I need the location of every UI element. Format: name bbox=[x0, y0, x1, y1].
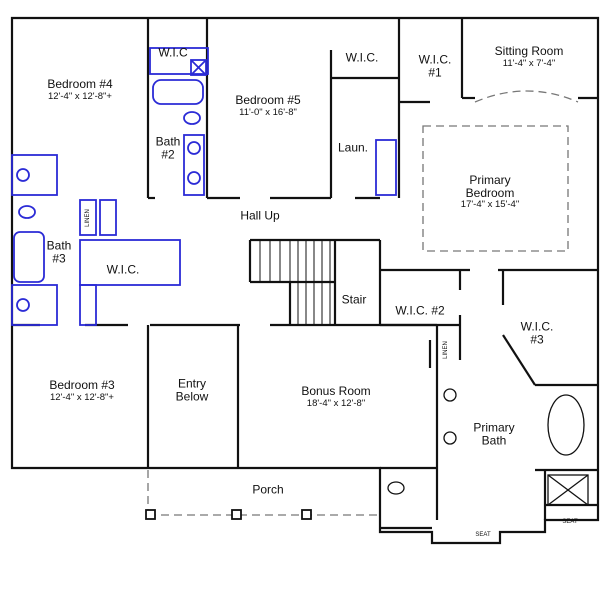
exterior-wall bbox=[10, 16, 600, 545]
room-bonus: Bonus Room 18'-4" x 12'-8" bbox=[301, 384, 371, 409]
room-laundry: Laun. bbox=[337, 140, 369, 155]
room-hall-up: Hall Up bbox=[240, 208, 280, 223]
room-wic-mid: W.I.C. bbox=[106, 262, 140, 277]
room-bath-2: Bath #2 bbox=[155, 134, 181, 161]
room-wic-top-mid: W.I.C. bbox=[345, 50, 379, 65]
room-porch: Porch bbox=[252, 482, 284, 497]
room-wic-top-left: W.I.C bbox=[158, 45, 188, 60]
room-bath-3: Bath #3 bbox=[46, 238, 72, 265]
stair-treads bbox=[259, 240, 331, 325]
room-wic-1: W.I.C. #1 bbox=[418, 52, 452, 79]
room-sitting: Sitting Room 11'-4" x 7'-4" bbox=[494, 44, 564, 69]
room-primary-bedroom: Primary Bedroom 17'-4" x 15'-4" bbox=[460, 172, 520, 211]
room-bedroom-4: Bedroom #4 12'-4" x 12'-8"+ bbox=[47, 77, 113, 102]
room-primary-bath: Primary Bath bbox=[473, 420, 515, 447]
room-entry-below: Entry Below bbox=[175, 376, 209, 403]
room-wic-2: W.I.C. #2 bbox=[395, 303, 445, 318]
room-bedroom-3: Bedroom #3 12'-4" x 12'-8"+ bbox=[49, 378, 115, 403]
room-bedroom-5: Bedroom #5 11'-0" x 16'-8" bbox=[235, 93, 301, 118]
seat-label-bottom: SEAT bbox=[475, 531, 491, 538]
plumbing-fixtures bbox=[11, 47, 397, 326]
seat-label-shower: SEAT bbox=[562, 518, 578, 525]
linen-label-left: LINEN bbox=[84, 209, 91, 227]
linen-label-right: LINEN bbox=[442, 341, 449, 359]
room-wic-3: W.I.C. #3 bbox=[520, 319, 554, 346]
room-stair: Stair bbox=[341, 292, 367, 307]
